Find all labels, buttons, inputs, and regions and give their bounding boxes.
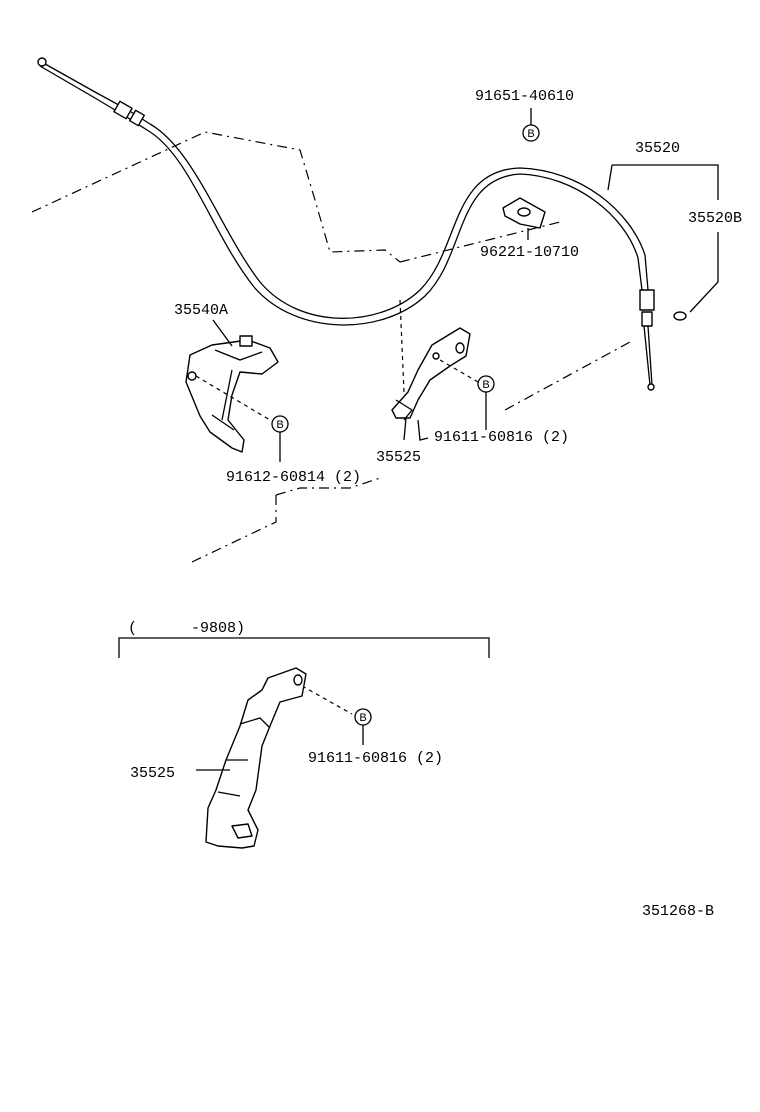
part-label-lower-bracket: 35525 (130, 765, 175, 782)
upper-bracket-part (185, 319, 279, 453)
bolt-marker-mid-bracket: B (477, 375, 495, 430)
svg-text:B: B (359, 712, 366, 724)
mid-bracket-part (391, 299, 471, 441)
floor-outline (31, 131, 631, 563)
part-label-clamp: 96221-10710 (480, 244, 579, 261)
brake-cable (37, 57, 655, 391)
part-label-mid-bracket: 35525 (376, 449, 421, 466)
cable-leader-lines (607, 164, 719, 321)
bolt-marker-top: B (522, 108, 540, 142)
part-label-bolt-upper-bracket: 91612-60814 (2) (226, 469, 361, 486)
clamp-part (502, 197, 546, 240)
svg-text:B: B (527, 128, 534, 140)
bolt-leader-dotted (195, 359, 479, 715)
lower-bracket-part (196, 667, 307, 849)
range-bracket (118, 637, 490, 658)
svg-text:B: B (276, 419, 283, 431)
part-label-cable-sub: 35520B (688, 210, 742, 227)
part-label-cable-assy: 35520 (635, 140, 680, 157)
bolt-marker-lower-bracket: B (354, 708, 372, 745)
part-label-bolt-b-top: 91651-40610 (475, 88, 574, 105)
range-label: ( -9808) (128, 620, 245, 637)
diagram-code: 351268-B (642, 903, 714, 920)
svg-text:B: B (482, 379, 489, 391)
bolt-marker-upper-bracket: B (271, 415, 289, 462)
part-label-bolt-lower-bracket: 91611-60816 (2) (308, 750, 443, 767)
part-label-upper-bracket: 35540A (174, 302, 228, 319)
part-label-bolt-mid-bracket: 91611-60816 (2) (434, 429, 569, 446)
